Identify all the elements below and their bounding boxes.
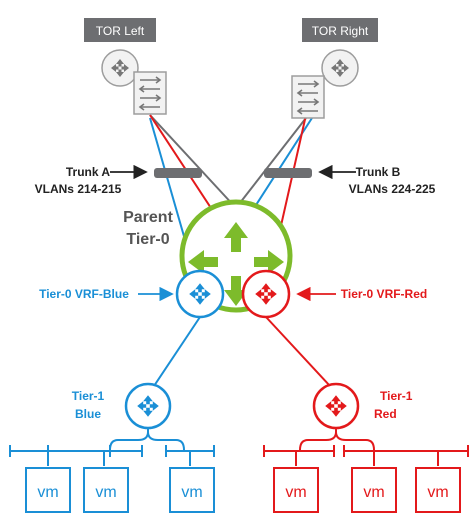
vm-red-1: vm xyxy=(273,467,319,513)
vm-red-3: vm xyxy=(415,467,461,513)
router-icon xyxy=(321,49,359,87)
vrf-red-router xyxy=(241,269,291,319)
vrf-blue-label: Tier-0 VRF-Blue xyxy=(39,287,129,301)
trunk-b-bar xyxy=(264,168,312,178)
trunk-a-label-line2: VLANs 214-215 xyxy=(35,182,122,196)
parent-tier0-label-line1: Parent xyxy=(123,209,173,226)
link-blue-tier1 xyxy=(153,316,201,387)
tor-right-label: TOR Right xyxy=(312,24,369,38)
uplink-gray-left xyxy=(149,114,237,209)
tor-right-router xyxy=(321,49,359,87)
red-segments xyxy=(263,428,469,466)
vm-label: vm xyxy=(37,484,58,501)
tier1-red-label-line2: Red xyxy=(374,407,397,421)
blue-connector-right xyxy=(147,428,185,451)
vm-label: vm xyxy=(285,484,306,501)
tor-right-switch xyxy=(291,75,325,119)
router-icon xyxy=(175,269,225,319)
tor-left-router xyxy=(101,49,139,87)
tor-left-switch xyxy=(133,71,167,115)
router-icon xyxy=(241,269,291,319)
trunk-a-bar xyxy=(154,168,202,178)
tier1-blue-label-line1: Tier-1 xyxy=(72,389,105,403)
router-icon xyxy=(312,382,360,430)
vm-blue-3: vm xyxy=(169,467,215,513)
blue-segments xyxy=(9,428,215,466)
tor-right-label-box: TOR Right xyxy=(302,18,378,42)
link-red-tier1 xyxy=(265,316,331,387)
trunk-a-label-line1: Trunk A xyxy=(66,165,111,179)
vm-label: vm xyxy=(181,484,202,501)
uplink-gray-right xyxy=(235,117,307,209)
vm-label: vm xyxy=(363,484,384,501)
vm-label: vm xyxy=(427,484,448,501)
vm-label: vm xyxy=(95,484,116,501)
router-icon xyxy=(101,49,139,87)
vrf-blue-router xyxy=(175,269,225,319)
tor-left-label-box: TOR Left xyxy=(84,18,156,42)
vm-red-2: vm xyxy=(351,467,397,513)
vm-blue-2: vm xyxy=(83,467,129,513)
trunk-b-label-line2: VLANs 224-225 xyxy=(349,182,436,196)
red-connector-left xyxy=(299,428,337,451)
trunk-b-label-line1: Trunk B xyxy=(356,165,401,179)
router-icon xyxy=(124,382,172,430)
tier1-blue-label-line2: Blue xyxy=(75,407,101,421)
parent-tier0-label-line2: Tier-0 xyxy=(126,231,169,248)
tor-left-label: TOR Left xyxy=(96,24,145,38)
tier1-red-router xyxy=(312,382,360,430)
vrf-red-label: Tier-0 VRF-Red xyxy=(341,287,427,301)
vm-blue-1: vm xyxy=(25,467,71,513)
red-connector-right xyxy=(335,428,375,451)
tier1-red-label-line1: Tier-1 xyxy=(380,389,413,403)
tier1-blue-router xyxy=(124,382,172,430)
